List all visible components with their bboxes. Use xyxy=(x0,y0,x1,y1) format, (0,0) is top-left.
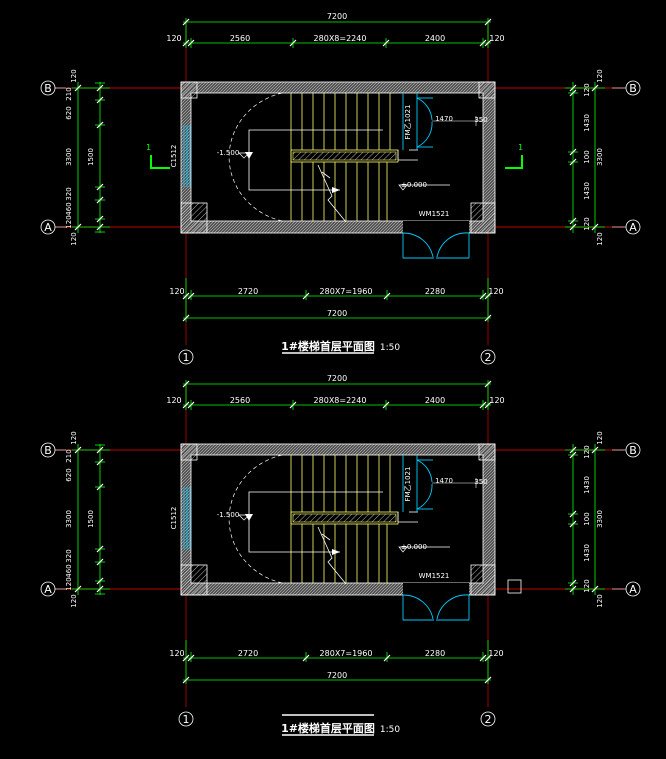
dim-bottom-total: 7200 xyxy=(327,671,347,680)
dim-right-d2: 120 xyxy=(583,83,591,96)
dim-top-seg3: 2400 xyxy=(425,396,445,405)
dim-top-wall-left: 120 xyxy=(166,396,181,405)
section-label-right: 1 xyxy=(518,143,523,152)
dim-left-d7: 120 xyxy=(65,577,73,590)
axis-label-b-left: B xyxy=(44,444,52,457)
door-label: WM1521 xyxy=(419,210,450,218)
dim-top-seg1: 2560 xyxy=(230,396,250,405)
dim-left-d1: 120 xyxy=(70,69,78,82)
window-label: C1512 xyxy=(170,145,178,168)
axis-label-1: 1 xyxy=(183,351,190,364)
elevation-low-label: -1.500 xyxy=(217,511,240,519)
fire-door-label: FM乙1021 xyxy=(404,467,412,502)
dim-top-total: 7200 xyxy=(327,374,347,383)
plan-2: 7200 120 2560 280X8=2240 2400 120 120 27… xyxy=(40,374,641,736)
dim-left-d2: 210 xyxy=(65,449,73,462)
dim-bottom-wall-left: 120 xyxy=(169,287,184,296)
plan-scale: 1:50 xyxy=(380,725,400,735)
dim-top-wall-right: 120 xyxy=(489,396,504,405)
dim-right-d7: 120 xyxy=(596,594,604,607)
dim-right-d4: 100 xyxy=(583,512,591,525)
dim-1470-label: 1470 xyxy=(435,115,453,123)
dim-left-d8: 120 xyxy=(70,232,78,245)
axis-label-a-right: A xyxy=(629,221,637,234)
dim-right-d1: 120 xyxy=(596,69,604,82)
dim-right-d5: 1430 xyxy=(583,182,591,200)
dim-left-d6: 460 xyxy=(65,564,73,577)
dim-right-d6: 120 xyxy=(583,217,591,230)
axis-label-a-left: A xyxy=(44,221,52,234)
dim-right-d6: 120 xyxy=(583,579,591,592)
dim-left-d5: 320 xyxy=(65,549,73,562)
dim-right-d7: 120 xyxy=(596,232,604,245)
axis-label-a-right: A xyxy=(629,583,637,596)
dim-left-d3: 620 xyxy=(65,106,73,119)
dim-top-seg2: 280X8=2240 xyxy=(314,396,367,405)
section-label-left: 1 xyxy=(146,143,151,152)
section-mark-left: 1 xyxy=(146,143,170,169)
dim-1470-label: 1470 xyxy=(435,477,453,485)
dim-bottom-seg1: 2720 xyxy=(238,649,258,658)
axis-label-2: 2 xyxy=(485,713,492,726)
elevation-floor-label: ±0.000 xyxy=(401,181,427,189)
axis-label-b-right: B xyxy=(629,82,637,95)
axis-label-1: 1 xyxy=(183,713,190,726)
dim-bottom-total: 7200 xyxy=(327,309,347,318)
axis-label-b-left: B xyxy=(44,82,52,95)
dim-right-d4: 100 xyxy=(583,150,591,163)
dim-bottom-seg2: 280X7=1960 xyxy=(320,287,373,296)
dim-bottom-seg2: 280X7=1960 xyxy=(320,649,373,658)
marker-square xyxy=(507,579,522,594)
dim-350-label: 350 xyxy=(474,478,487,486)
dim-right-d3: 1430 xyxy=(583,114,591,132)
dim-left-d2: 210 xyxy=(65,87,73,100)
dim-right-d3: 1430 xyxy=(583,476,591,494)
dim-top-seg1: 2560 xyxy=(230,34,250,43)
axis-label-a-left: A xyxy=(44,583,52,596)
dim-bottom-wall-left: 120 xyxy=(169,649,184,658)
dim-left-d3: 620 xyxy=(65,468,73,481)
dim-left-total: 3300 xyxy=(65,148,73,166)
plan-title: 1#楼梯首层平面图 xyxy=(281,721,375,735)
dim-left-d8: 120 xyxy=(70,594,78,607)
dim-left-total: 3300 xyxy=(65,510,73,528)
dim-bottom-seg3: 2280 xyxy=(425,649,445,658)
dim-bottom-wall-right: 120 xyxy=(488,649,503,658)
dim-right-d2: 120 xyxy=(583,445,591,458)
axis-label-2: 2 xyxy=(485,351,492,364)
door-label: WM1521 xyxy=(419,572,450,580)
plan-1: 1 1 7200 120 2560 280X8=2240 2400 120 12… xyxy=(40,12,641,365)
dim-right-total: 3300 xyxy=(596,510,604,528)
plan-title: 1#楼梯首层平面图 xyxy=(281,339,375,353)
dim-left-d4: 1500 xyxy=(87,510,95,528)
elevation-low-label: -1.500 xyxy=(217,149,240,157)
fire-door-label: FM乙1021 xyxy=(404,105,412,140)
axis-label-b-right: B xyxy=(629,444,637,457)
section-mark-right: 1 xyxy=(505,143,523,169)
dim-left-d4-b: 1500 xyxy=(87,148,95,166)
dim-top-total: 7200 xyxy=(327,12,347,21)
dim-right-total: 3300 xyxy=(596,148,604,166)
dim-left-d7: 120 xyxy=(65,215,73,228)
dim-bottom-wall-right: 120 xyxy=(488,287,503,296)
dim-right-d5: 1430 xyxy=(583,544,591,562)
dim-350-label: 350 xyxy=(474,116,487,124)
dim-top-seg2: 280X8=2240 xyxy=(314,34,367,43)
dim-left-d5: 320 xyxy=(65,187,73,200)
dim-top-seg3: 2400 xyxy=(425,34,445,43)
dim-right-d1: 120 xyxy=(596,431,604,444)
window-label: C1512 xyxy=(170,507,178,530)
dim-left-d6: 460 xyxy=(65,202,73,215)
dim-top-wall-right: 120 xyxy=(489,34,504,43)
elevation-floor-label: ±0.000 xyxy=(401,543,427,551)
dim-top-wall-left: 120 xyxy=(166,34,181,43)
dim-bottom-seg3: 2280 xyxy=(425,287,445,296)
dim-bottom-seg1: 2720 xyxy=(238,287,258,296)
dim-left-d1: 120 xyxy=(70,431,78,444)
plan-scale: 1:50 xyxy=(380,343,400,353)
